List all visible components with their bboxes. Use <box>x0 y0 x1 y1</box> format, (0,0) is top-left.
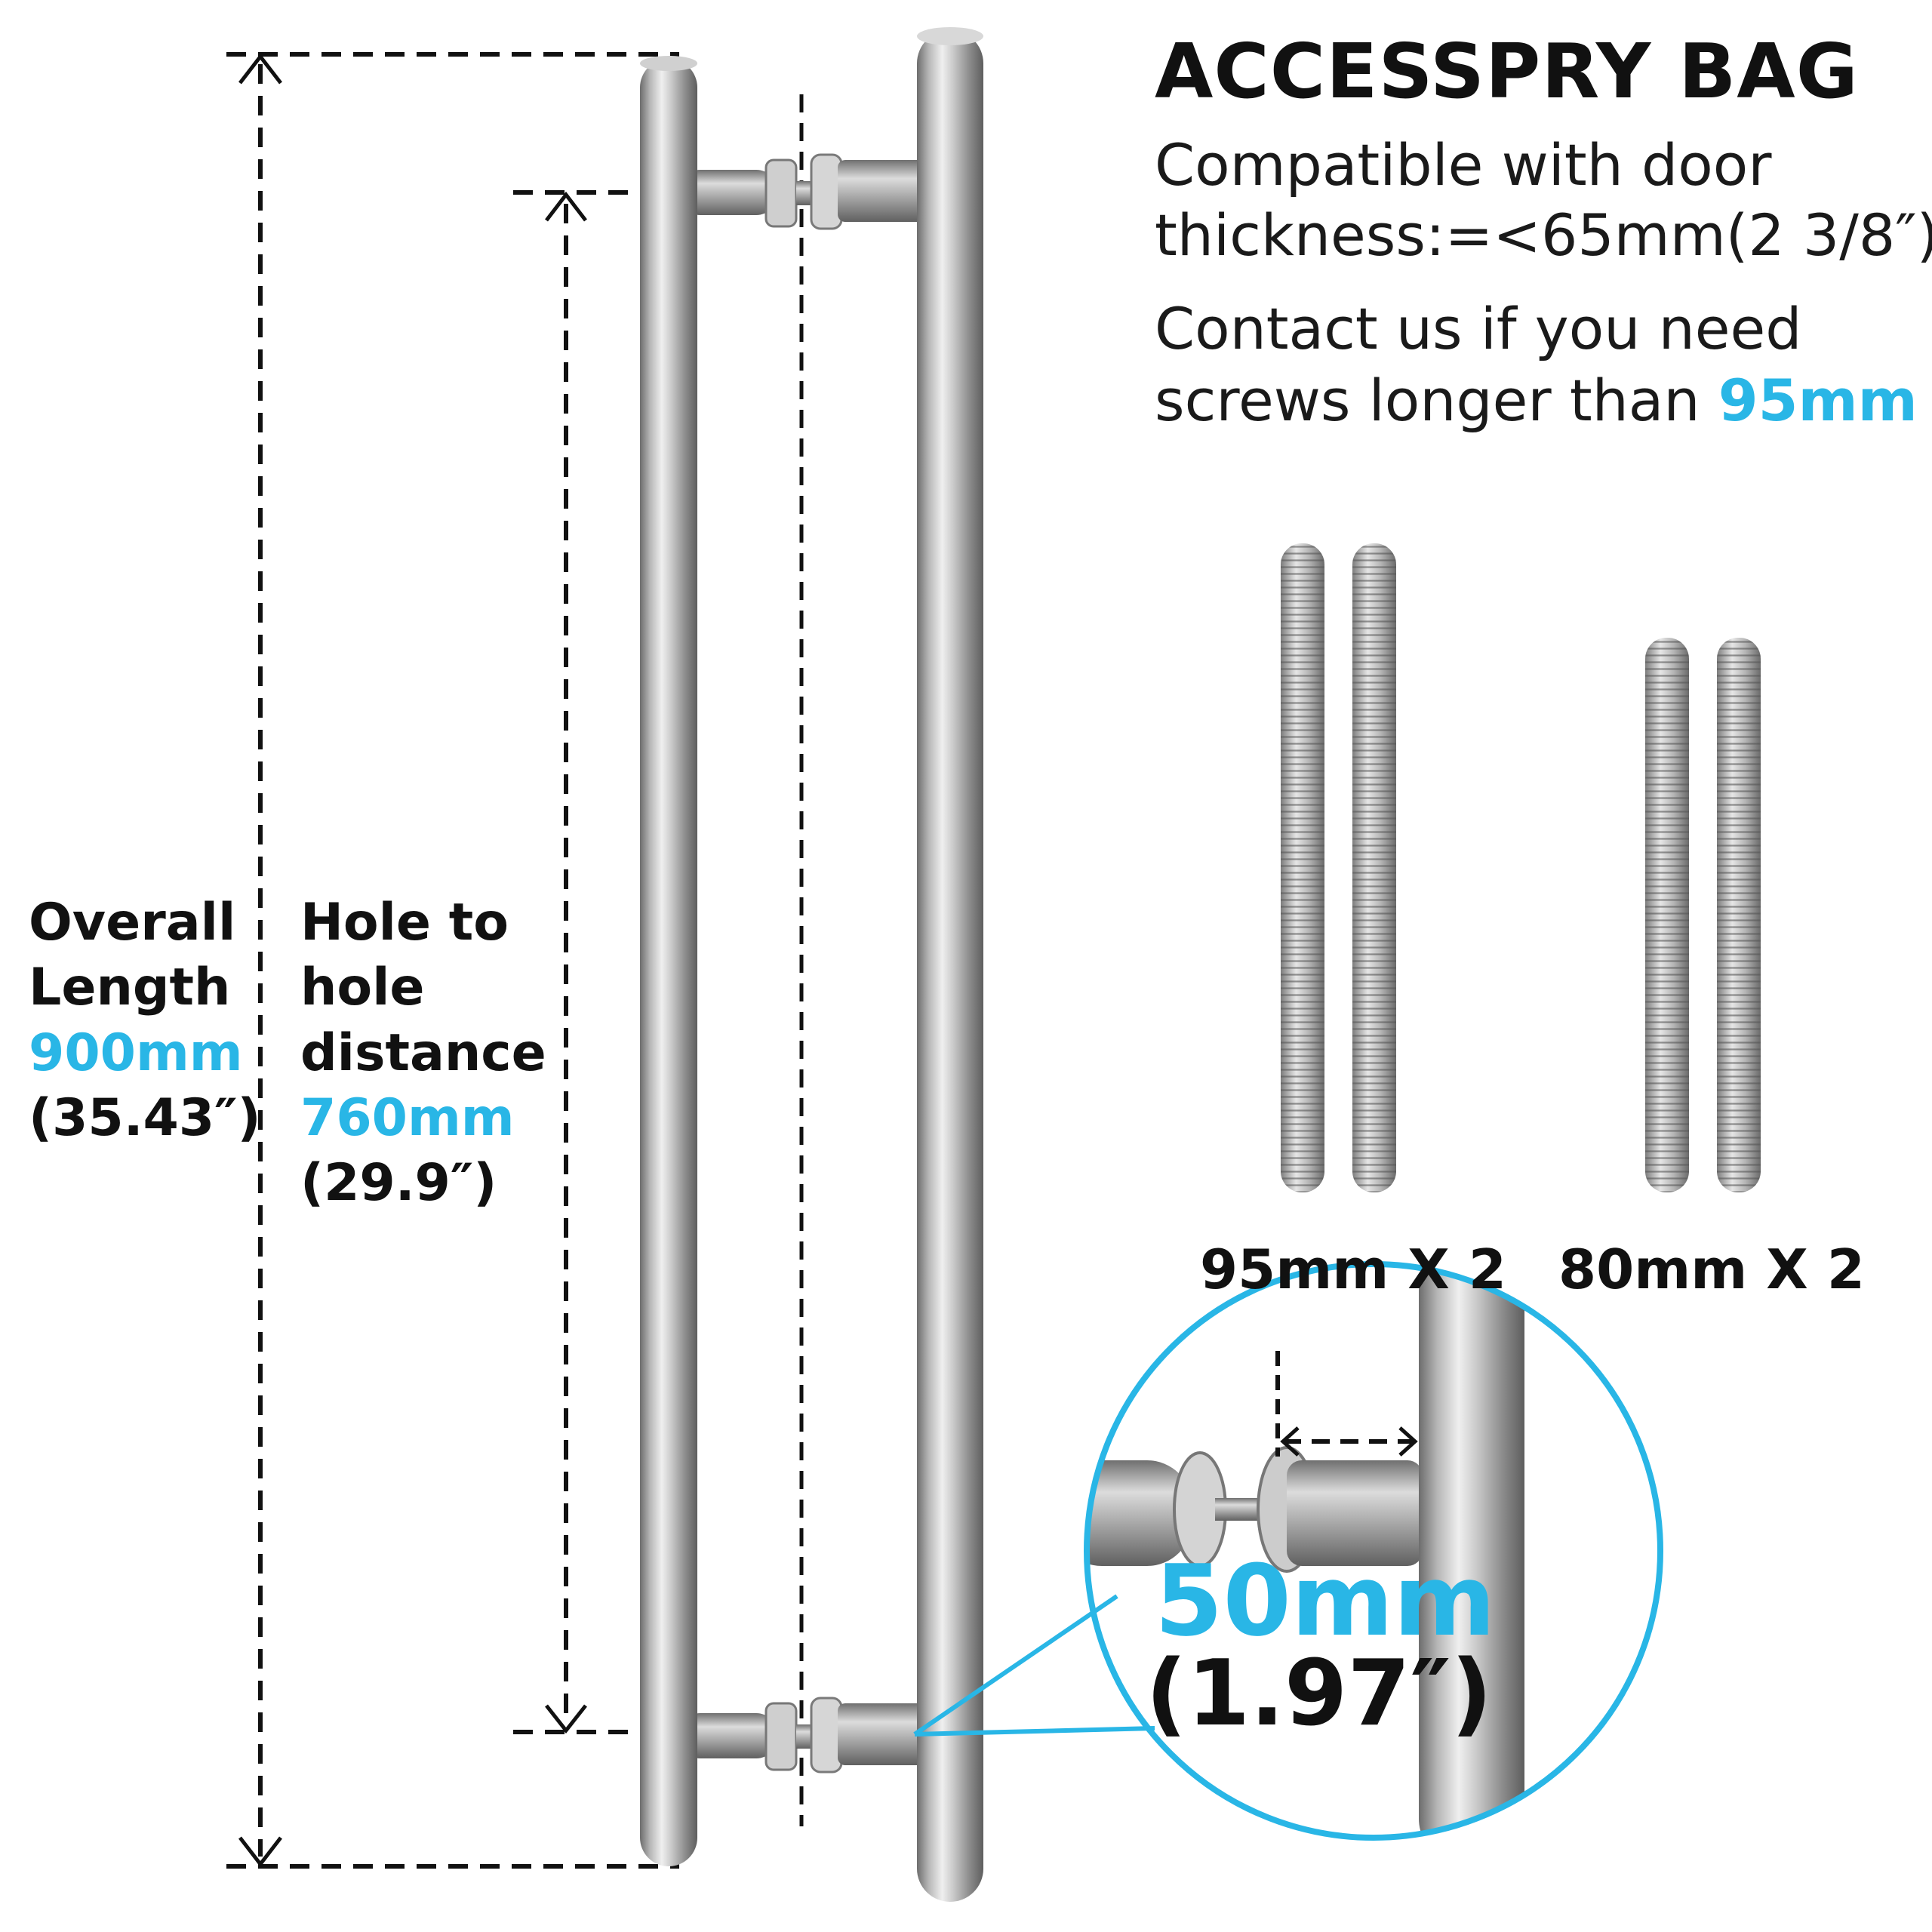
hole-line-3: distance <box>300 1023 546 1083</box>
top-standoff <box>679 153 928 230</box>
accessory-line-1: Compatible with door <box>1155 131 1772 198</box>
accessory-line-3: Contact us if you need <box>1155 295 1802 362</box>
callout-imperial: (1.97″) <box>1146 1641 1493 1746</box>
accessory-line-4-accent: 95mm <box>1718 367 1918 434</box>
accessory-line-4-prefix: screws longer than <box>1155 367 1718 434</box>
callout-bubble <box>913 1261 1663 1841</box>
left-bar <box>640 59 697 1866</box>
overall-length-label: Overall Length 900mm (35.43″) <box>29 891 261 1151</box>
accessory-title: ACCESSPRY BAG <box>1155 27 1859 115</box>
overall-imperial: (35.43″) <box>29 1088 261 1149</box>
overall-line-1: Overall <box>29 893 236 952</box>
accessory-line-4: screws longer than 95mm <box>1155 368 1918 433</box>
hole-imperial: (29.9″) <box>300 1153 497 1214</box>
overall-line-2: Length <box>29 958 231 1018</box>
hole-line-1: Hole to <box>300 893 509 952</box>
bottom-standoff <box>679 1697 928 1774</box>
short-screw-label: 80mm X 2 <box>1558 1238 1865 1301</box>
hole-distance-dimension <box>513 190 755 1734</box>
overall-length-arrows <box>238 53 282 1868</box>
hole-distance-label: Hole to hole distance 760mm (29.9″) <box>300 891 546 1217</box>
right-bar <box>917 30 983 1902</box>
overall-length-dimension <box>226 52 679 1869</box>
short-screws <box>1645 638 1761 1192</box>
callout-metric: 50mm <box>1155 1543 1496 1658</box>
long-screws <box>1281 543 1396 1192</box>
hole-distance-arrows <box>545 191 587 1734</box>
long-screw-label: 95mm X 2 <box>1200 1238 1506 1301</box>
hole-line-2: hole <box>300 958 425 1018</box>
hole-metric: 760mm <box>300 1088 515 1149</box>
overall-metric: 900mm <box>29 1023 243 1083</box>
accessory-line-2: thickness:=<65mm(2 3/8″) <box>1155 202 1932 269</box>
